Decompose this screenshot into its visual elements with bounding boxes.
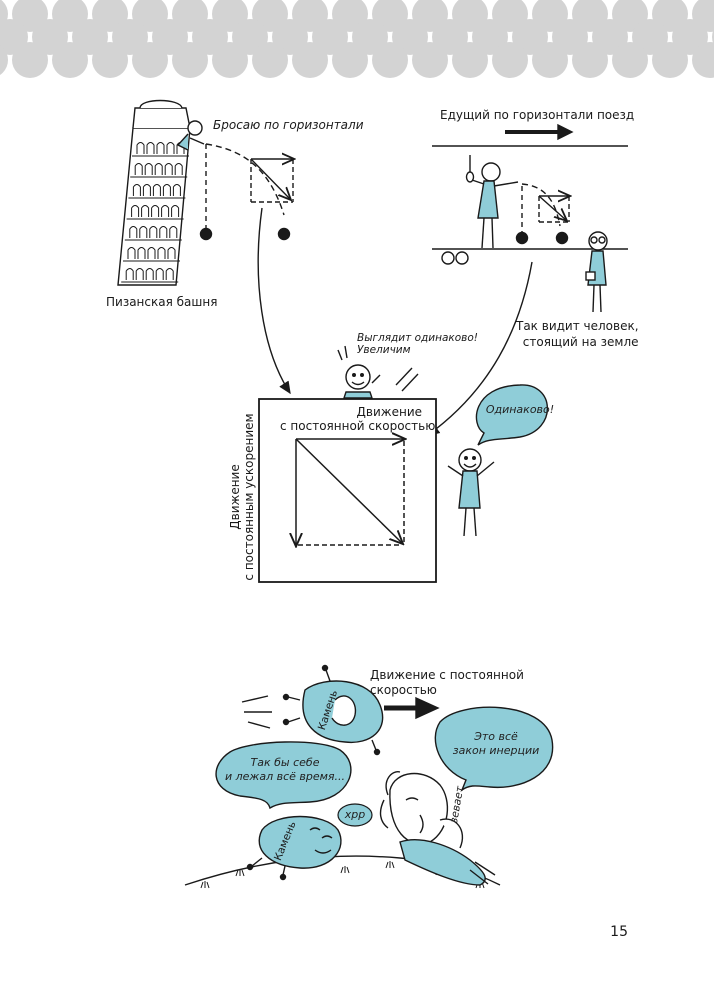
tower-arch [137,247,146,259]
dot [612,42,648,78]
tower-arch [141,205,150,217]
tower-arch [127,247,136,259]
tower-arch [155,268,164,280]
vertical-motion-label: Движение с постоянным ускорением [228,413,256,581]
grass-tuft [385,861,395,869]
dot [252,42,288,78]
grass-tuft [340,866,350,874]
tower-arch [161,205,170,217]
grass-tuft [200,881,210,889]
tower-arch [147,247,156,259]
pointing-figure [447,448,495,537]
dot [372,42,408,78]
tower-arch [156,142,165,154]
tower-arch [145,268,154,280]
ground-observer-label: Так видит человек, стоящий на земле [516,319,639,349]
dot [52,42,88,78]
tower-thrower [176,120,205,151]
tower-arch [142,184,151,196]
tower-arch [146,142,155,154]
tower-arch [164,163,173,175]
dot [652,42,688,78]
tower-arch [162,184,171,196]
dot [12,42,48,78]
throw-caption: Бросаю по горизонтали [213,118,364,132]
dot [292,42,328,78]
dot [572,42,608,78]
tower-arch [132,184,141,196]
dot [172,42,208,78]
same-bubble-shape [475,384,548,446]
tower-arch [167,247,176,259]
tower-trajectory [199,143,294,395]
snore-text: хрр [344,808,366,821]
horizontal-motion-label: Движение с постоянной скоростью [280,405,436,433]
dot [452,42,488,78]
grass-tuft [235,869,245,877]
tower-arch [144,163,153,175]
tower-arch [135,268,144,280]
tower-arch [165,268,174,280]
motion-diagram-box [258,398,437,583]
tower-arch [169,226,178,238]
snore-bubble-shape [337,803,373,827]
tower-arch [166,142,175,154]
tower-arch [171,205,180,217]
motion-label: Движение с постоянной скоростью [370,668,524,697]
peeking-figure [337,345,419,399]
dot [212,42,248,78]
same-bubble-text: Одинаково! [485,403,555,416]
stone-bubble-text: Так бы себе и лежал всё время... [224,756,346,783]
dot-band [0,0,714,78]
lying-stone [246,815,342,881]
tower-arch [174,163,183,175]
tower-arch [136,142,145,154]
tower-arch [151,205,160,217]
flying-stone [241,664,440,756]
tower-arch [129,226,138,238]
dot [412,42,448,78]
inertia-bubble-shape [434,706,554,793]
zoom-caption: Выглядит одинаково! Увеличим [357,332,478,356]
page-number: 15 [610,924,628,940]
tower-arch [125,268,134,280]
train-scene [426,123,628,436]
tower-arch [152,184,161,196]
tower-arch [172,184,181,196]
dot [132,42,168,78]
tower-arch [159,226,168,238]
dot [332,42,368,78]
tower-label: Пизанская башня [106,295,218,309]
dot [492,42,528,78]
tower-arch [131,205,140,217]
dot [92,42,128,78]
newton-figure [379,771,496,886]
train-label: Едущий по горизонтали поезд [440,108,635,122]
dot [0,45,8,75]
tower-arch [134,163,143,175]
tower-arch [154,163,163,175]
tower-arch [149,226,158,238]
tower-arch [157,247,166,259]
dot [692,42,714,78]
dot [532,42,568,78]
stone-bubble-shape [215,741,352,810]
tower-arch [139,226,148,238]
leaning-tower [117,99,191,286]
inertia-bubble-text: Это всё закон инерции [452,730,540,757]
